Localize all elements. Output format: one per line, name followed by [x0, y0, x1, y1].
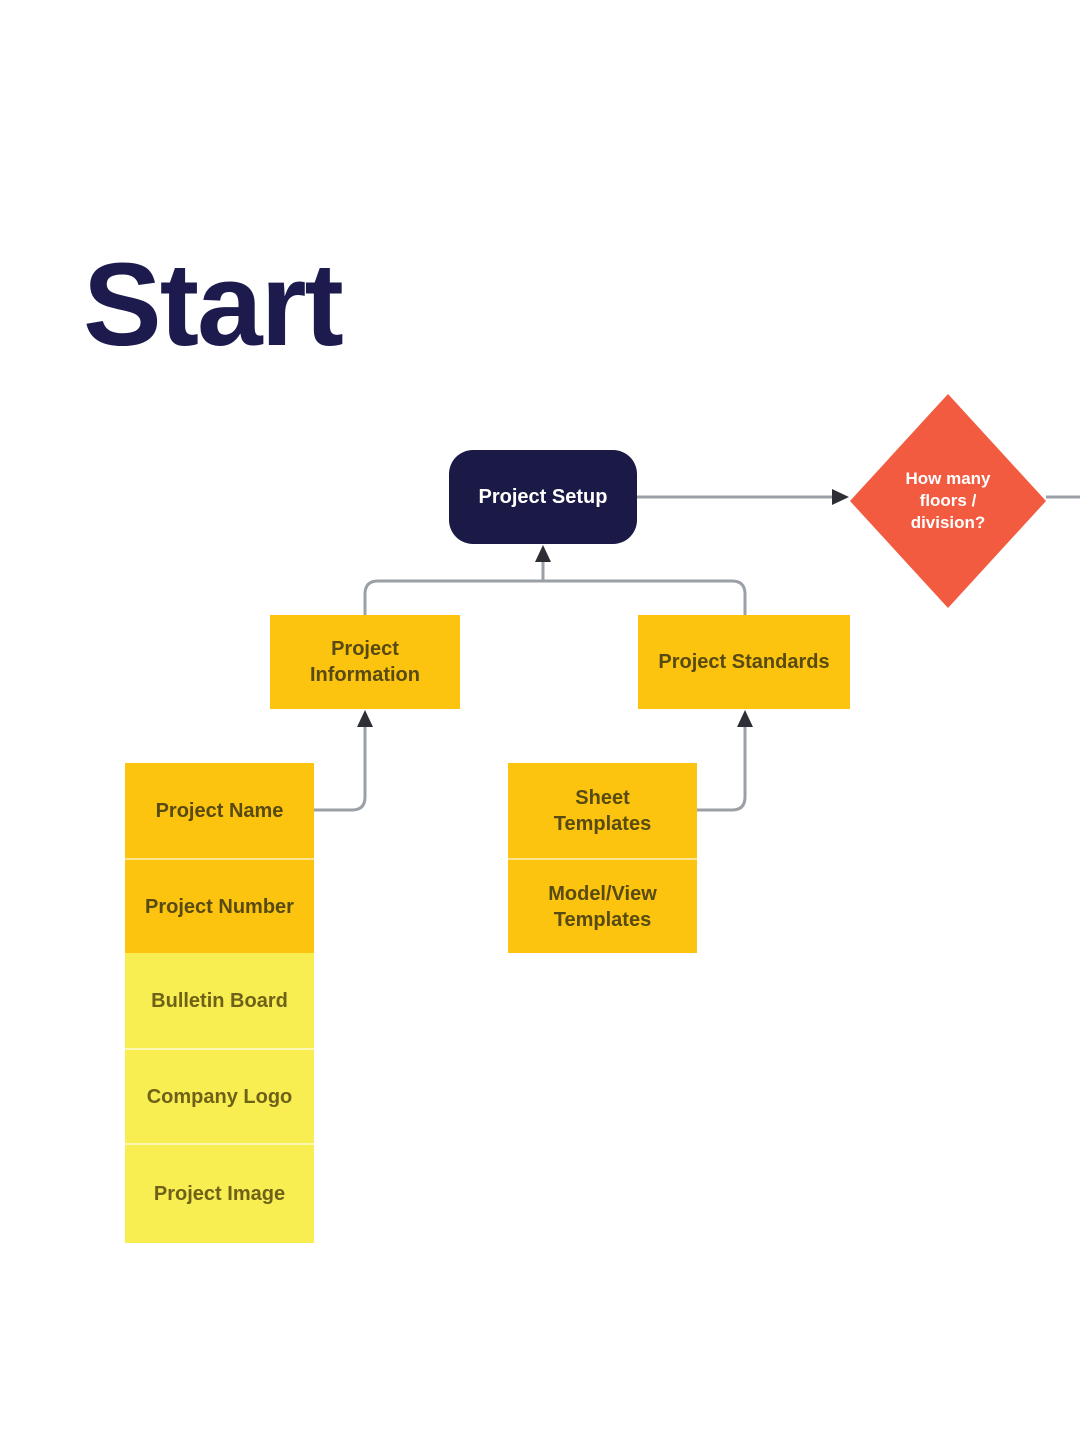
node-model-view-templates[interactable]: Model/View Templates [508, 858, 697, 953]
node-company-logo-label: Company Logo [146, 1085, 293, 1108]
connector-project-name-to-project-information [314, 726, 367, 812]
node-project-standards-label: Project Standards [658, 651, 830, 673]
node-project-image[interactable]: Project Image [125, 1143, 314, 1243]
node-project-setup[interactable]: Project Setup [449, 450, 637, 544]
page-title: Start [83, 239, 344, 371]
arrowhead-into-decision [832, 489, 849, 505]
node-bulletin-board-label: Bulletin Board [151, 989, 288, 1012]
arrowhead-into-project-information [357, 710, 373, 727]
node-project-number-label: Project Number [145, 895, 294, 918]
connector-branches-to-project-setup [363, 579, 747, 617]
node-project-information-label: Project Information [310, 638, 420, 686]
node-sheet-templates-label: Sheet Templates [553, 786, 652, 835]
node-project-standards[interactable]: Project Standards [638, 615, 850, 709]
connector-sheet-templates-to-project-standards [697, 726, 747, 812]
node-decision-label: How many floors / division? [905, 468, 991, 533]
node-project-number[interactable]: Project Number [125, 858, 314, 953]
node-bulletin-board[interactable]: Bulletin Board [125, 953, 314, 1048]
node-company-logo[interactable]: Company Logo [125, 1048, 314, 1143]
node-model-view-templates-label: Model/View Templates [548, 882, 657, 931]
node-sheet-templates[interactable]: Sheet Templates [508, 763, 697, 858]
arrowhead-into-project-standards [737, 710, 753, 727]
node-project-name[interactable]: Project Name [125, 763, 314, 858]
node-project-information[interactable]: Project Information [270, 615, 460, 709]
node-project-name-label: Project Name [155, 799, 284, 822]
node-project-setup-label: Project Setup [478, 485, 608, 508]
node-decision-how-many-floors[interactable]: How many floors / division? [850, 394, 1046, 608]
node-project-image-label: Project Image [153, 1183, 286, 1205]
arrowhead-into-project-setup [535, 545, 551, 562]
